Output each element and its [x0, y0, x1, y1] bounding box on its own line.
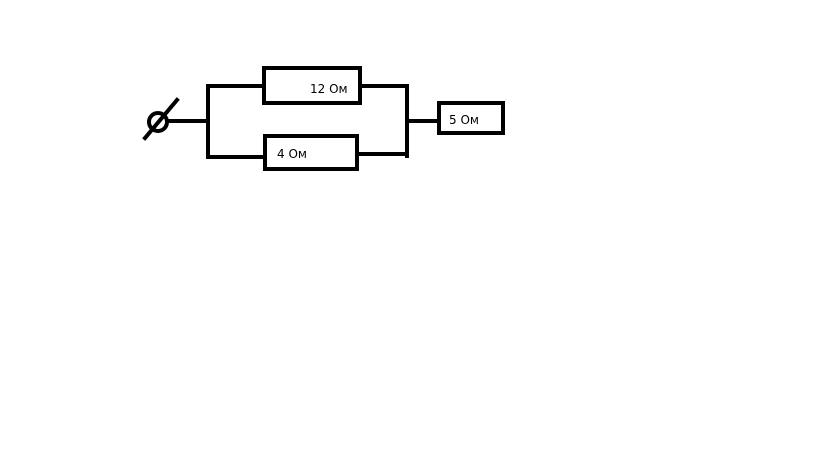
resistor-4-ohm: 4 Ом — [263, 134, 359, 171]
resistor-5-ohm: 5 Ом — [437, 101, 505, 135]
resistor-body — [263, 134, 359, 171]
resistor-body — [437, 101, 505, 135]
resistor-12-ohm: 12 Ом — [262, 66, 362, 105]
wiring — [165, 84, 441, 159]
resistor-label: 4 Ом — [277, 147, 307, 161]
resistor-label: 12 Ом — [310, 82, 348, 96]
resistor-body — [262, 66, 362, 105]
resistor-label: 5 Ом — [449, 113, 479, 127]
